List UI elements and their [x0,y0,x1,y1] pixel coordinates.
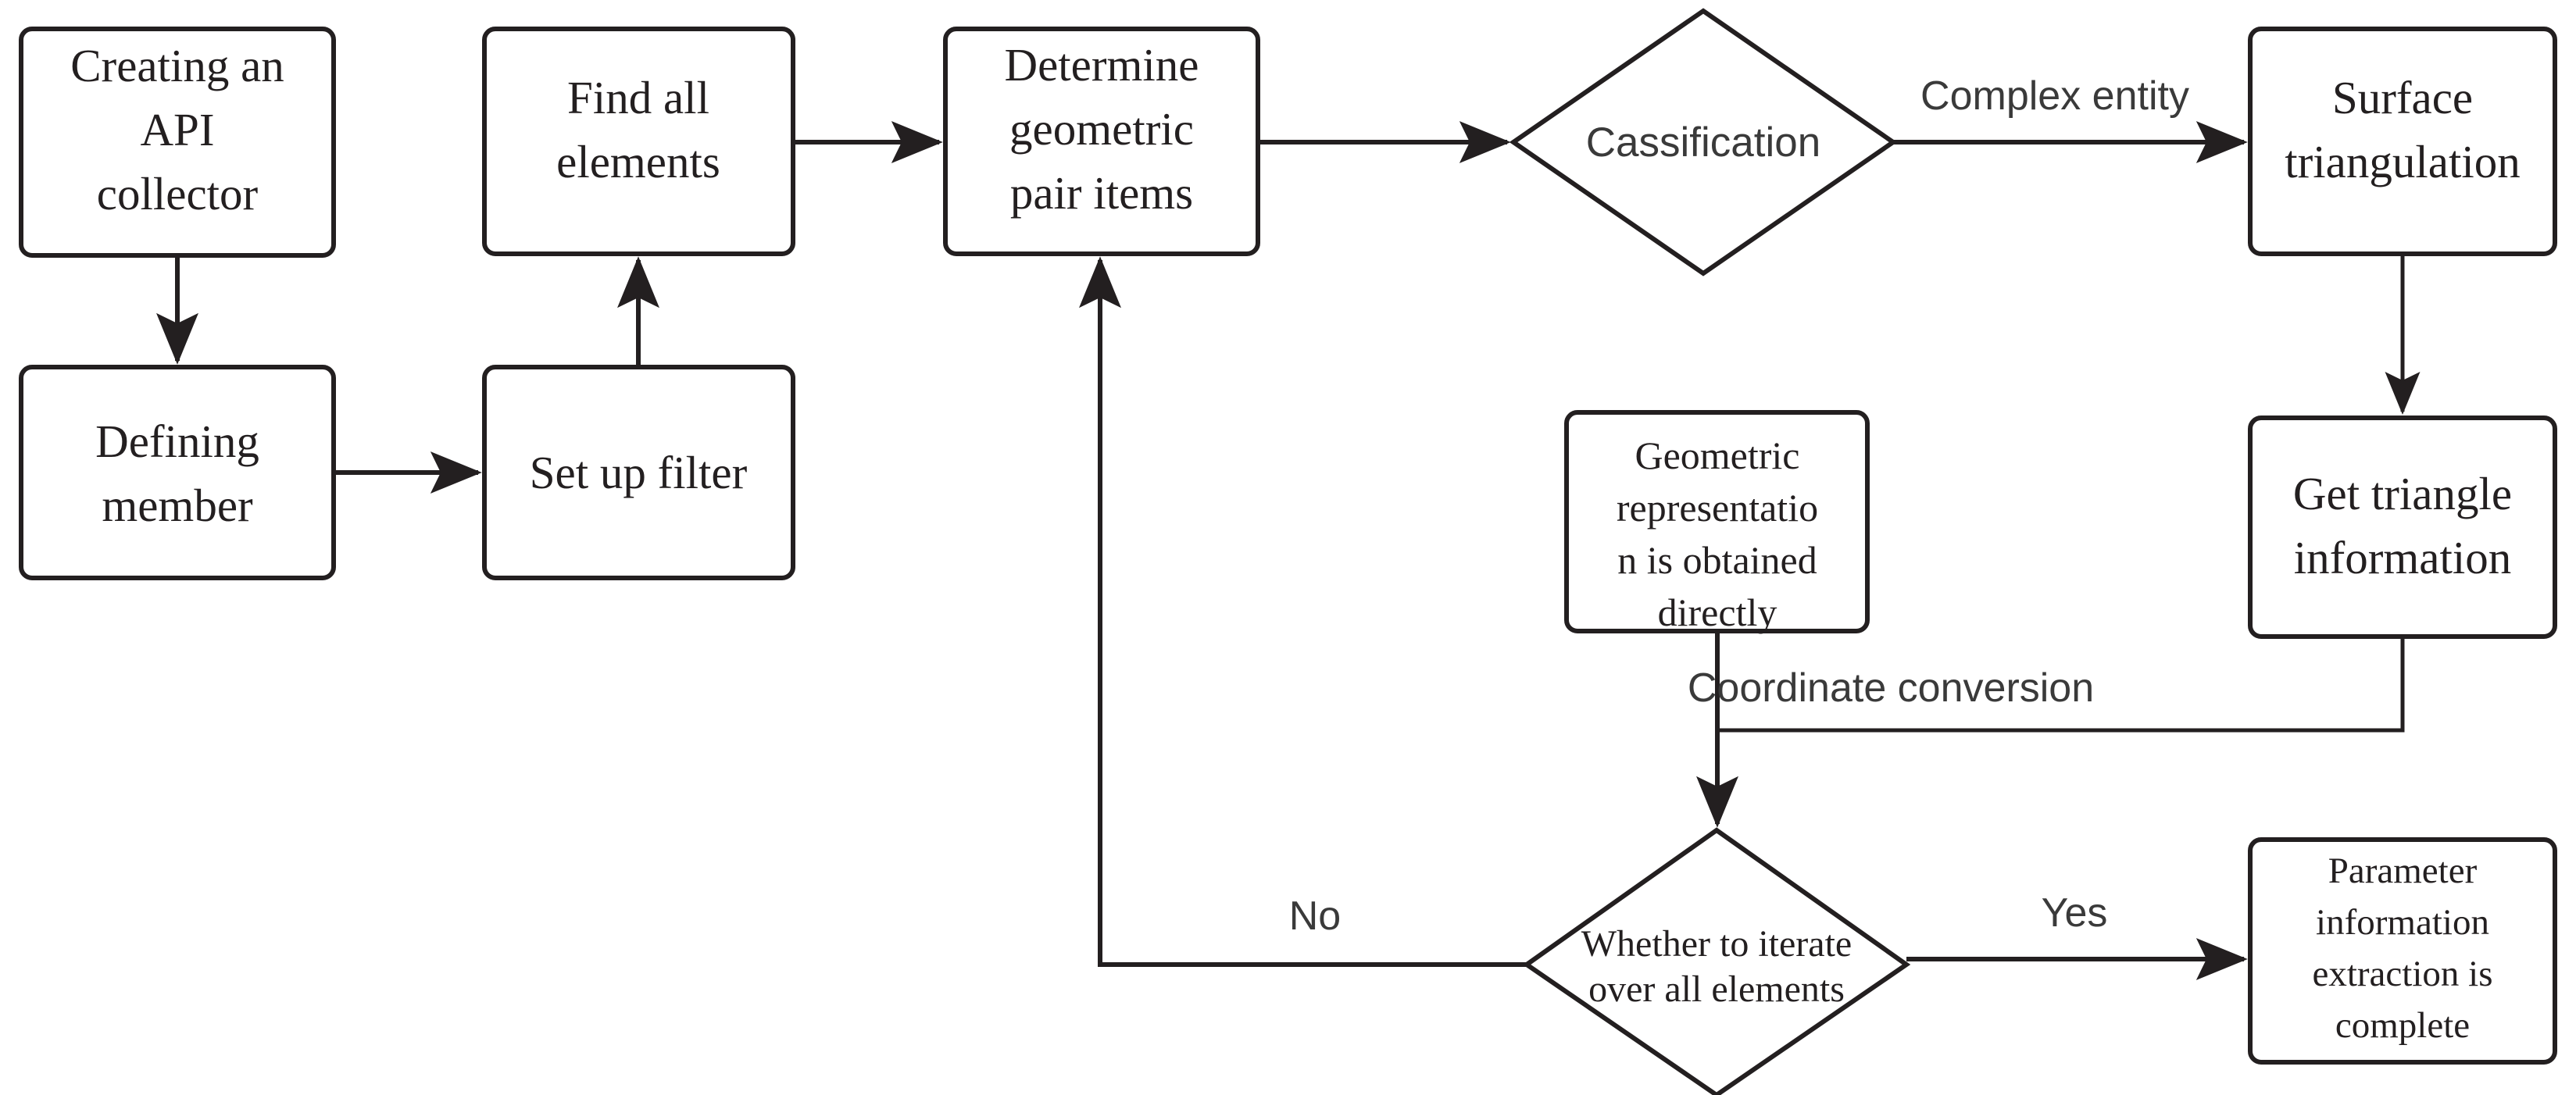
node-label-line: Surface [2332,72,2473,123]
edge-get-triangle-to-merge [1717,637,2405,733]
node-label-line: Set up filter [530,447,748,498]
node-label-line: Defining [95,416,259,467]
node-get-triangle-information[interactable]: Get triangle information [2248,416,2557,639]
node-cassification[interactable]: Cassification [1509,8,1898,276]
node-shape-rect [2248,837,2557,1065]
node-label-line: Parameter [2328,851,2478,891]
node-label-line: Get triangle [2293,468,2512,519]
node-defining-member[interactable]: Defining member [19,365,336,580]
node-label-line: n is obtained [1617,538,1817,582]
edge-label-coordinate-conversion: Coordinate conversion [1688,665,2094,711]
node-label-line: elements [556,136,720,187]
node-shape-rect [482,27,795,256]
node-set-up-filter[interactable]: Set up filter [482,365,795,580]
node-surface-triangulation[interactable]: Surface triangulation [2248,27,2557,256]
node-shape-rect [19,365,336,580]
node-label-line: API [140,104,214,155]
edge-label-yes: Yes [2042,890,2108,936]
edge-label-complex-entity: Complex entity [1920,73,2189,119]
node-parameter-information-extraction-complete[interactable]: Parameter information extraction is comp… [2248,837,2557,1065]
node-label-line: Geometric [1635,433,1799,477]
node-shape-rect [1564,410,1870,633]
node-shape-diamond [1522,827,1911,1095]
node-label-line: Cassification [1586,119,1820,166]
node-shape-rect [943,27,1260,256]
node-shape-rect [2248,27,2557,256]
node-label-line: information [2316,902,2489,943]
node-label-line: complete [2335,1005,2470,1046]
node-label-line: directly [1658,590,1777,634]
node-label-line: representatio [1617,486,1818,530]
node-shape-rect [482,365,795,580]
node-label-line: geometric [1009,103,1194,155]
node-geometric-representation-obtained-directly[interactable]: Geometric representatio n is obtained di… [1564,410,1870,634]
node-label-line: triangulation [2285,136,2520,187]
edge-iterate-no-loop [1079,256,1527,967]
node-label-line: over all elements [1588,968,1845,1010]
node-shape-diamond [1509,8,1898,276]
node-label-line: collector [97,168,259,219]
node-creating-api-collector[interactable]: Creating an API collector [19,27,336,258]
node-label-line: information [2294,532,2512,583]
node-label-line: member [102,480,253,531]
node-determine-geometric-pair-items[interactable]: Determine geometric pair items [943,27,1260,256]
node-whether-to-iterate[interactable]: Whether to iterate over all elements [1522,827,1911,1095]
node-shape-rect [19,27,336,258]
node-label-line: Determine [1005,39,1199,91]
node-label-line: Whether to iterate [1581,923,1852,965]
node-label-line: pair items [1010,167,1193,219]
node-find-all-elements[interactable]: Find all elements [482,27,795,256]
node-label-line: Find all [567,72,709,123]
node-label-line: Creating an [70,40,284,91]
edge-label-no: No [1289,893,1341,939]
node-shape-rect [2248,416,2557,639]
node-label-line: extraction is [2312,954,2492,994]
